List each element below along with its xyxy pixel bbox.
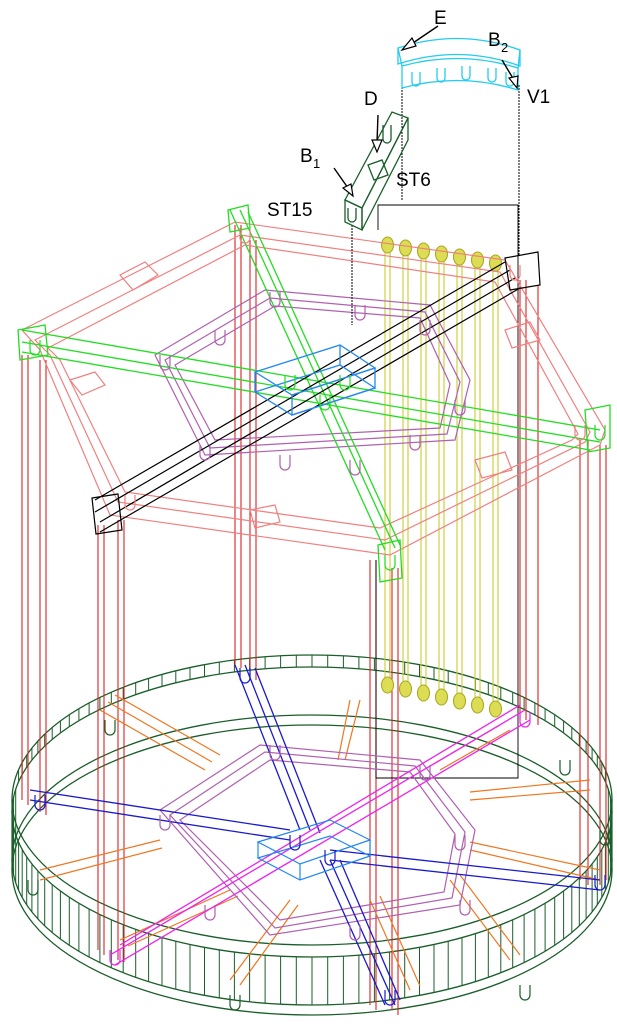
- hook: [574, 425, 586, 441]
- red-columns: [21, 225, 607, 1015]
- upper-black-beam: [91, 251, 541, 535]
- labels: E B 2 V1 D B 1 ST6 ST15: [267, 8, 550, 221]
- rear-frame: [375, 204, 519, 779]
- yellow-bar-bottom-cap: [398, 680, 413, 698]
- yellow-bar-bottom-cap: [434, 688, 449, 706]
- yellow-bar-bottom-cap: [380, 676, 395, 694]
- hook: [409, 435, 421, 451]
- hook: [204, 905, 216, 921]
- yellow-bar-top-cap: [380, 236, 395, 254]
- hook: [519, 985, 531, 1001]
- label-B1: B: [300, 146, 313, 167]
- hook: [459, 900, 471, 916]
- hook: [384, 555, 396, 571]
- yellow-bar-bottom-cap: [470, 696, 485, 714]
- hook: [124, 495, 136, 511]
- hook: [384, 990, 396, 1006]
- label-B1-subscript: 1: [313, 156, 320, 171]
- hook: [269, 292, 281, 308]
- hook: [594, 875, 606, 891]
- hooks: [27, 228, 611, 1011]
- hook: [519, 712, 531, 728]
- hook: [229, 995, 241, 1011]
- hook: [349, 460, 361, 476]
- hook: [214, 330, 226, 346]
- upper-green-beams: [17, 204, 611, 583]
- yellow-bar-top-cap: [452, 248, 467, 266]
- label-ST15: ST15: [267, 200, 312, 221]
- upper-hexagon: [154, 289, 471, 456]
- hook: [27, 880, 39, 896]
- hook: [34, 795, 46, 811]
- cyan-beam-E: [397, 37, 521, 91]
- hook: [419, 765, 431, 781]
- hook: [239, 668, 251, 684]
- hook: [279, 455, 291, 471]
- label-ST6: ST6: [396, 170, 431, 191]
- label-V1: V1: [527, 87, 550, 108]
- hook: [159, 355, 171, 371]
- label-B2-subscript: 2: [501, 40, 508, 55]
- yellow-bar-top-cap: [398, 239, 413, 257]
- yellow-bar-top-cap: [470, 251, 485, 269]
- hook: [559, 760, 571, 776]
- hook: [104, 720, 116, 736]
- hook: [289, 835, 301, 851]
- yellow-bar-top-cap: [434, 245, 449, 263]
- hook: [159, 815, 171, 831]
- upper-center-box: [253, 344, 377, 416]
- callout-arrows: [333, 25, 519, 198]
- hanging-lines: [351, 75, 520, 325]
- hook: [269, 745, 281, 761]
- lower-center-box: [256, 819, 372, 881]
- hook: [419, 320, 431, 336]
- yellow-bar-top-cap: [488, 254, 503, 272]
- hook: [509, 265, 521, 281]
- label-B2: B: [488, 30, 501, 51]
- hook: [199, 445, 211, 461]
- yellow-bar-bottom-cap: [416, 684, 431, 702]
- upper-salmon-frame: [21, 221, 606, 556]
- hook: [29, 340, 41, 356]
- hook: [324, 850, 336, 866]
- label-E: E: [434, 8, 447, 29]
- yellow-bar-top-cap: [416, 242, 431, 260]
- hook: [284, 375, 296, 391]
- hook: [319, 395, 331, 411]
- hook: [354, 305, 366, 321]
- hook: [454, 835, 466, 851]
- hook: [599, 830, 611, 846]
- hook: [109, 950, 121, 966]
- hook: [239, 228, 251, 244]
- hook: [339, 375, 351, 391]
- yellow-bar-bottom-cap: [452, 692, 467, 710]
- lower-hexagon: [159, 744, 476, 936]
- hook: [454, 400, 466, 416]
- hook: [594, 425, 606, 441]
- ring-sides: [11, 800, 613, 870]
- hook: [349, 925, 361, 941]
- label-D: D: [364, 89, 378, 110]
- lower-magenta-beams: [109, 704, 531, 966]
- yellow-bars: [380, 236, 503, 718]
- yellow-bar-bottom-cap: [488, 700, 503, 718]
